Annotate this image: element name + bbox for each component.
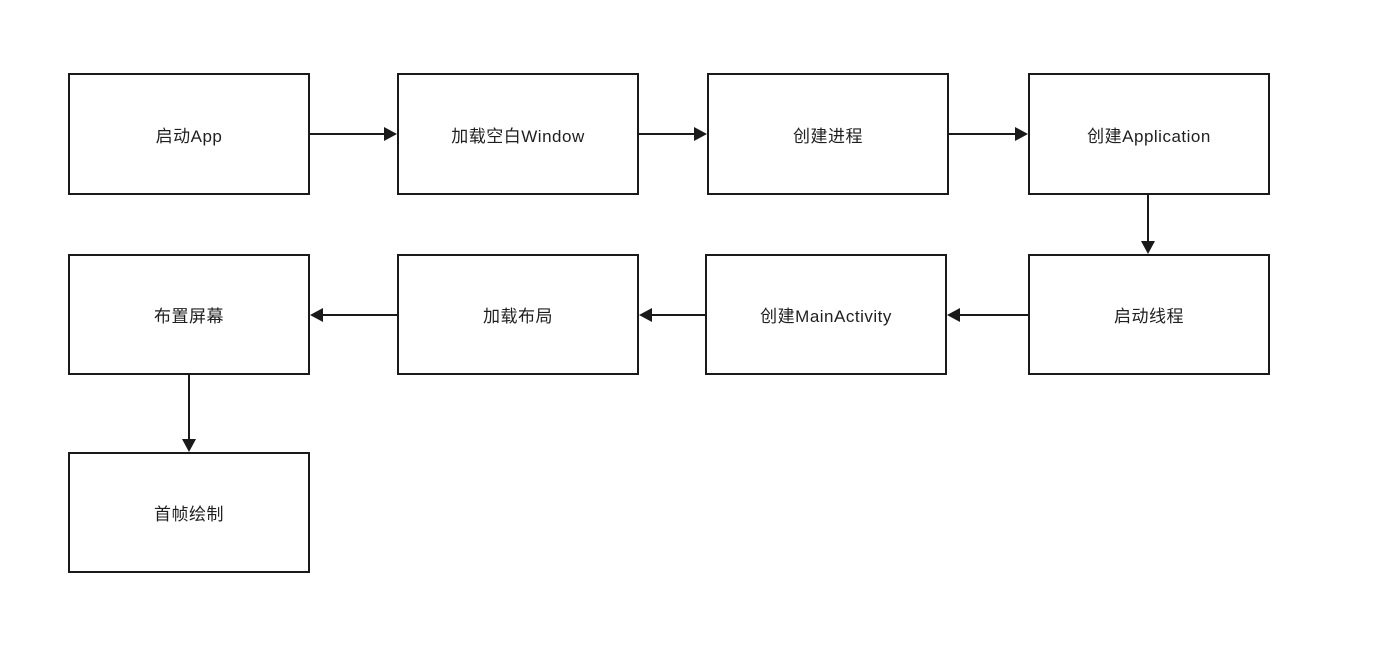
- node-label: 创建进程: [793, 126, 863, 146]
- flow-node-create-process: 创建进程: [707, 73, 949, 195]
- arrow-create-mainactivity-to-load-layout-icon: [639, 308, 705, 322]
- node-label: 创建MainActivity: [760, 307, 892, 326]
- node-label: 创建Application: [1087, 126, 1211, 146]
- flow-node-layout-screen: 布置屏幕: [68, 254, 310, 375]
- flow-node-create-mainactivity: 创建MainActivity: [705, 254, 947, 375]
- flow-node-start-app: 启动App: [68, 73, 310, 195]
- arrow-create-process-to-create-application-icon: [949, 127, 1028, 141]
- node-label: 布置屏幕: [154, 307, 224, 326]
- arrow-start-app-to-load-blank-window-icon: [310, 127, 397, 141]
- flow-node-first-frame-draw: 首帧绘制: [68, 452, 310, 573]
- node-label: 加载空白Window: [451, 126, 585, 146]
- flow-node-load-layout: 加载布局: [397, 254, 639, 375]
- flow-node-create-application: 创建Application: [1028, 73, 1270, 195]
- arrow-load-blank-window-to-create-process-icon: [639, 127, 707, 141]
- arrow-load-layout-to-layout-screen-icon: [310, 308, 397, 322]
- arrow-layout-screen-to-first-frame-draw-icon: [182, 375, 196, 452]
- arrow-create-application-to-launch-thread-icon: [1141, 195, 1155, 254]
- flow-node-load-blank-window: 加载空白Window: [397, 73, 639, 195]
- arrow-launch-thread-to-create-mainactivity-icon: [947, 308, 1028, 322]
- node-label: 首帧绘制: [154, 505, 224, 524]
- node-label: 启动线程: [1114, 307, 1184, 326]
- node-label: 加载布局: [483, 307, 553, 326]
- flow-node-launch-thread: 启动线程: [1028, 254, 1270, 375]
- node-label: 启动App: [155, 126, 223, 146]
